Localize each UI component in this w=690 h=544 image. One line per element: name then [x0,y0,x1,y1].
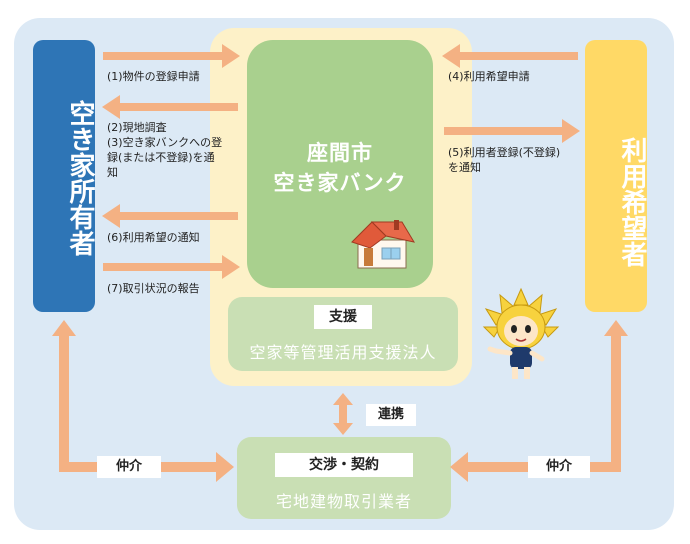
house-icon [351,220,416,269]
step-6-label: (6)利用希望の通知 [107,231,200,244]
arrow-mediation-left [52,320,234,482]
bank-title: 座間市 空き家バンク [247,138,433,198]
mascot-character [482,287,560,379]
step-3-label-line2: 録(または不登録)を通 [107,151,215,164]
arrow-step-1 [103,44,240,68]
step-4-label: (4)利用希望申請 [448,70,530,83]
arrow-step-4 [442,44,578,68]
vacant-house-owner-label: 空き家所有者 [65,100,95,256]
step-2-label: (2)現地調査 [107,121,167,134]
vacant-house-owner-box [33,40,95,312]
step-7-label: (7)取引状況の報告 [107,282,200,295]
support-organization-name: 空家等管理活用支援法人 [249,343,437,362]
arrow-step-6 [102,204,238,228]
arrow-step-5 [444,119,580,143]
arrow-mediation-right [450,320,628,482]
step-3-label-line1: (3)空き家バンクへの登 [107,136,223,149]
bank-title-line1: 座間市 [307,141,373,165]
real-estate-dealer-name: 宅地建物取引業者 [275,492,412,511]
bank-title-line2: 空き家バンク [273,171,407,195]
step-5-label-line1: (5)利用者登録(不登録) [448,146,561,159]
arrow-cooperation [333,393,353,435]
mediation-right-tag: 仲介 [528,456,590,478]
step-3-label-line3: 知 [107,166,118,179]
step-1-label: (1)物件の登録申請 [107,70,200,83]
prospective-user-label: 利用希望者 [617,137,647,267]
negotiation-contract-tag: 交渉・契約 [275,453,413,477]
support-tag: 支援 [314,305,372,329]
arrow-step-7 [103,255,240,279]
arrow-step-2-3 [102,95,238,119]
real-estate-dealer-box [237,437,451,519]
mediation-left-tag: 仲介 [97,456,161,478]
prospective-user-box [585,40,647,312]
step-5-label-line2: を通知 [448,161,481,174]
cooperation-tag: 連携 [366,404,416,426]
